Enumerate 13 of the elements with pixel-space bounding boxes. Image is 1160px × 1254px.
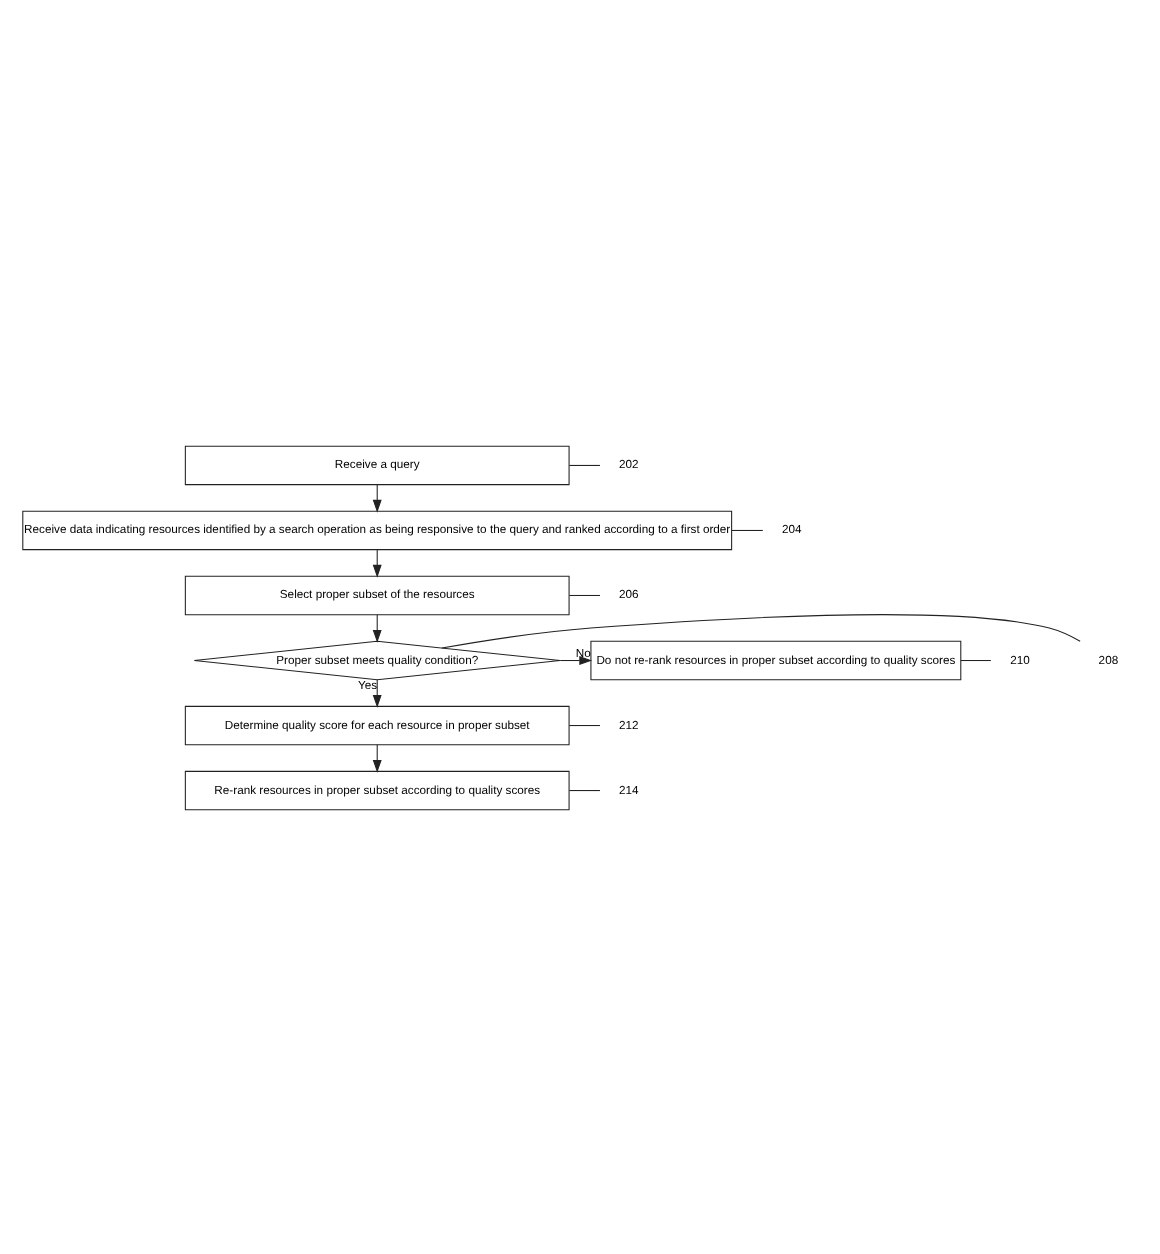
arrow bbox=[372, 483, 382, 512]
arrow bbox=[372, 613, 382, 642]
connector bbox=[441, 613, 1081, 648]
connector bbox=[568, 724, 601, 726]
connector bbox=[731, 528, 764, 530]
connector bbox=[568, 789, 601, 791]
arrow bbox=[559, 655, 593, 664]
connector bbox=[960, 658, 992, 661]
arrow bbox=[372, 548, 382, 577]
connector bbox=[568, 463, 601, 465]
arrow bbox=[372, 678, 382, 707]
connector bbox=[568, 593, 601, 596]
arrow bbox=[372, 743, 382, 772]
